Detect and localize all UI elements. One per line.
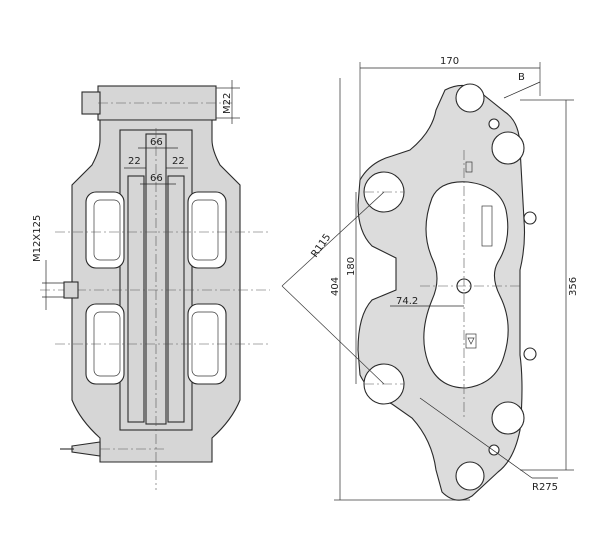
slot xyxy=(481,205,493,247)
label-b: B xyxy=(518,72,525,83)
front-dimensions: 170 B 404 180 R115 74.2 356 R275 xyxy=(309,56,579,501)
bore-bottom-right xyxy=(491,401,525,435)
dim-r115: R115 xyxy=(309,232,333,260)
dim-m12x125: M12X125 xyxy=(32,215,43,262)
piston-right-upper xyxy=(187,191,227,269)
dim-66-inner: 66 xyxy=(150,173,163,184)
dim-m22: M22 xyxy=(222,93,233,114)
bleed-nipple xyxy=(71,441,101,457)
dim-356: 356 xyxy=(568,277,579,296)
port-fitting xyxy=(63,281,79,299)
piston-left-upper xyxy=(85,191,125,269)
bolt-hole-top xyxy=(455,83,485,113)
dim-22-left: 22 xyxy=(128,156,141,167)
bolt-hole-bottom xyxy=(455,461,485,491)
dim-404: 404 xyxy=(330,277,341,296)
bore-top-right xyxy=(491,131,525,165)
bolt-head xyxy=(81,91,101,115)
dim-170: 170 xyxy=(440,56,459,67)
pad-right xyxy=(167,175,185,423)
small-hole-3 xyxy=(488,118,500,130)
dim-r275: R275 xyxy=(532,482,558,493)
dim-66-top: 66 xyxy=(150,137,163,148)
section-dimensions: 66 22 22 66 M22 M12X125 xyxy=(32,80,233,262)
dim-74-2: 74.2 xyxy=(396,296,418,307)
dim-180: 180 xyxy=(346,257,357,276)
section-view xyxy=(40,85,270,490)
front-view xyxy=(281,83,537,501)
dim-22-right: 22 xyxy=(172,156,185,167)
small-hole-1 xyxy=(523,211,537,225)
pad-left xyxy=(127,175,145,423)
small-hole-2 xyxy=(523,347,537,361)
